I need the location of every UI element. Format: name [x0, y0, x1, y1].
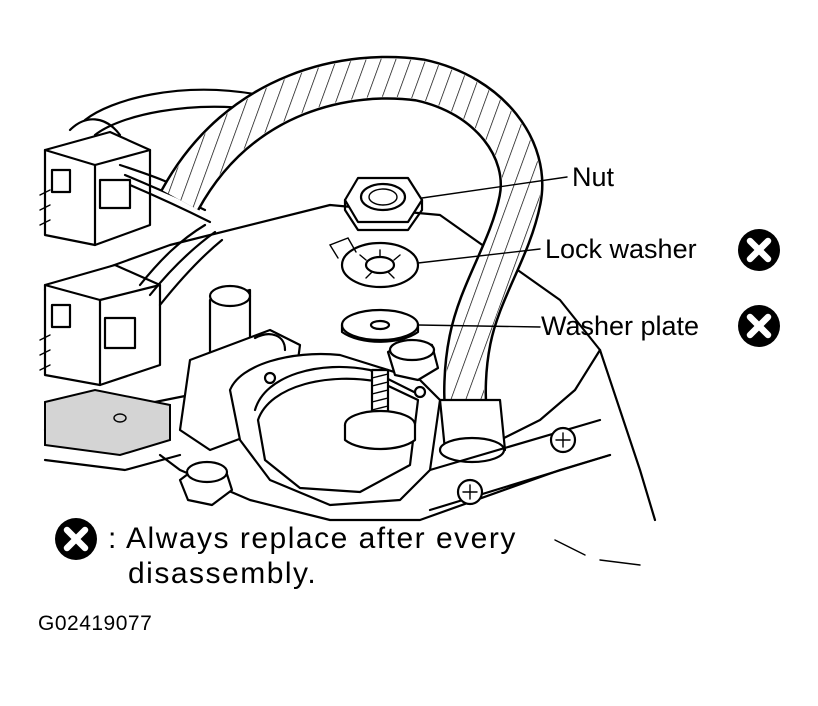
x-circle-icon: [55, 518, 97, 560]
transaxle-housing: [43, 203, 657, 566]
legend-line-2: disassembly.: [128, 557, 317, 590]
lock-washer-label: Lock washer: [545, 234, 697, 264]
connector-upper: [39, 130, 152, 247]
figure-id: G02419077: [38, 612, 152, 635]
lock-washer-part: [328, 237, 420, 289]
corrugated-hose: [160, 55, 544, 464]
leader-lines: [417, 176, 568, 328]
nut-label: Nut: [572, 162, 615, 192]
nut-part: [343, 176, 424, 232]
x-circle-icon: [738, 229, 780, 271]
connector-lower: [39, 263, 162, 387]
mounting-bolt-left: [178, 460, 234, 507]
washer-plate-label: Washer plate: [541, 311, 699, 341]
x-circle-icon: [738, 305, 780, 347]
side-plate: [428, 418, 612, 512]
mounting-bolt-right: [386, 338, 440, 382]
legend-line-1: : Always replace after every: [108, 522, 517, 555]
washer-plate-part: [340, 308, 420, 343]
threaded-shaft: [343, 368, 417, 450]
